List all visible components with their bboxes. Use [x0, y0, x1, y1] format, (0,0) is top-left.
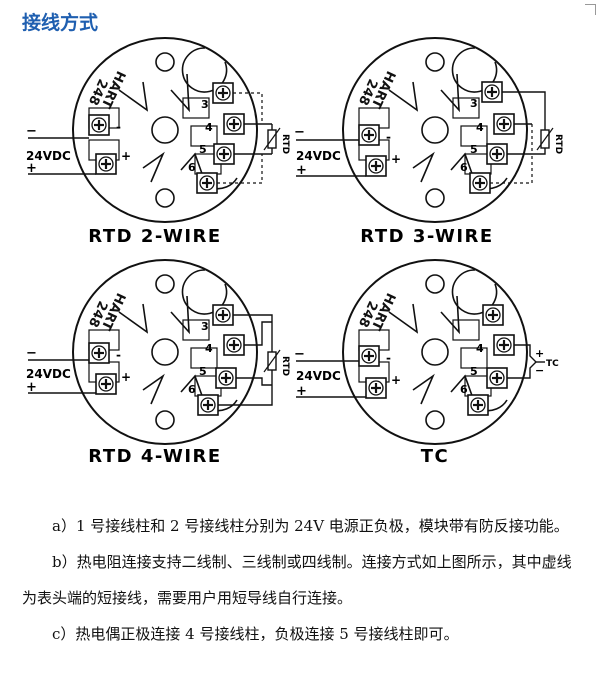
terminal-2-screw: [94, 152, 118, 176]
paragraph-a: a）1 号接线柱和 2 号接线柱分别为 24V 电源正负极，模块带有防反接功能。: [52, 517, 569, 535]
terminal-5-label: 5: [199, 365, 207, 378]
diagram-caption: RTD 2-WIRE: [88, 226, 221, 247]
mark-minus: -: [116, 120, 121, 134]
terminal-3-label: 3: [470, 97, 478, 110]
terminal-6-label: 6: [188, 161, 196, 174]
terminal-4-label: 4: [205, 342, 213, 355]
supply-minus: −: [294, 125, 305, 140]
terminal-6-screw: [468, 171, 492, 195]
diagram-rtd-4wire: HART 248 - + 3 4 5 6 − 24VDC + RTD: [26, 259, 290, 467]
supply-minus: −: [26, 346, 37, 361]
diagram-rtd-2wire: HART 248 - + 3 4 5 6 − 24VDC +: [26, 37, 290, 247]
paragraph-c: c）热电偶正极连接 4 号接线柱，负极连接 5 号接线柱即可。: [52, 625, 459, 643]
supply-voltage: 24VDC: [26, 149, 71, 163]
corner-mark: [585, 4, 596, 15]
terminal-6-label: 6: [460, 161, 468, 174]
supply-minus: −: [26, 124, 37, 139]
supply-voltage: 24VDC: [296, 149, 341, 163]
page-title: 接线方式: [22, 12, 99, 34]
terminal-6-screw: [466, 393, 490, 417]
tc-plus: +: [535, 347, 544, 360]
terminal-2-screw: [364, 154, 388, 178]
mark-minus: -: [386, 351, 391, 365]
terminal-4-label: 4: [476, 121, 484, 134]
wiring-diagrams: HART 248 - + 3 4 5 6 − 24VDC +: [26, 37, 563, 467]
sensor-label: TC: [546, 359, 559, 369]
mark-plus: +: [121, 370, 131, 384]
supply-plus: +: [296, 384, 307, 399]
supply-voltage: 24VDC: [26, 367, 71, 381]
terminal-3-label: 3: [201, 98, 209, 111]
supply-plus: +: [26, 161, 37, 176]
terminal-5-screw: [485, 366, 509, 390]
terminal-5-label: 5: [470, 365, 478, 378]
terminal-5-screw: [212, 142, 236, 166]
terminal-6-label: 6: [460, 383, 468, 396]
terminal-2-screw: [364, 376, 388, 400]
sensor-label: RTD: [553, 134, 563, 154]
terminal-1-screw: [357, 344, 381, 368]
terminal-5-label: 5: [199, 143, 207, 156]
terminal-4-label: 4: [205, 121, 213, 134]
supply-plus: +: [26, 380, 37, 395]
terminal-1-screw: [87, 113, 111, 137]
tc-minus: −: [535, 364, 544, 377]
supply-voltage: 24VDC: [296, 369, 341, 383]
paragraph-b: b）热电阻连接支持二线制、三线制或四线制。连接方式如上图所示，其中虚线为表头端的…: [22, 553, 572, 607]
mark-plus: +: [391, 152, 401, 166]
terminal-4-screw: [492, 333, 516, 357]
terminal-4-screw: [222, 333, 246, 357]
terminal-6-screw: [195, 171, 219, 195]
diagram-caption: RTD 3-WIRE: [360, 226, 493, 247]
terminal-3-screw: [481, 303, 505, 327]
terminal-4-screw: [492, 112, 516, 136]
terminal-3-label: 3: [201, 320, 209, 333]
mark-plus: +: [391, 373, 401, 387]
terminal-5-screw: [485, 142, 509, 166]
terminal-2-screw: [94, 372, 118, 396]
supply-minus: −: [294, 347, 305, 362]
diagram-caption: RTD 4-WIRE: [88, 446, 221, 467]
sensor-label: RTD: [280, 356, 290, 376]
terminal-1-screw: [87, 341, 111, 365]
diagram-caption: TC: [421, 446, 450, 467]
terminal-3-screw: [211, 303, 235, 327]
terminal-3-screw: [480, 80, 504, 104]
wiring-diagrams-svg: HART 248 - + 3 4 5 6 − 24VDC +: [26, 37, 563, 467]
terminal-6-label: 6: [188, 383, 196, 396]
supply-plus: +: [296, 163, 307, 178]
diagram-tc: HART 248 - + 4 5 6 − 24VDC + + − TC TC: [294, 259, 559, 467]
sensor-label: RTD: [280, 134, 290, 154]
mark-minus: -: [386, 130, 391, 144]
terminal-6-screw: [196, 393, 220, 417]
mark-minus: -: [116, 348, 121, 362]
terminal-5-label: 5: [470, 143, 478, 156]
terminal-4-screw: [222, 112, 246, 136]
terminal-1-screw: [357, 123, 381, 147]
terminal-3-screw: [211, 81, 235, 105]
terminal-4-label: 4: [476, 342, 484, 355]
mark-plus: +: [121, 149, 131, 163]
terminal-5-screw: [214, 366, 238, 390]
diagram-rtd-3wire: HART 248 - + 3 4 5 6 − 24VDC +: [294, 37, 563, 247]
description: a）1 号接线柱和 2 号接线柱分别为 24V 电源正负极，模块带有防反接功能。…: [22, 508, 582, 652]
